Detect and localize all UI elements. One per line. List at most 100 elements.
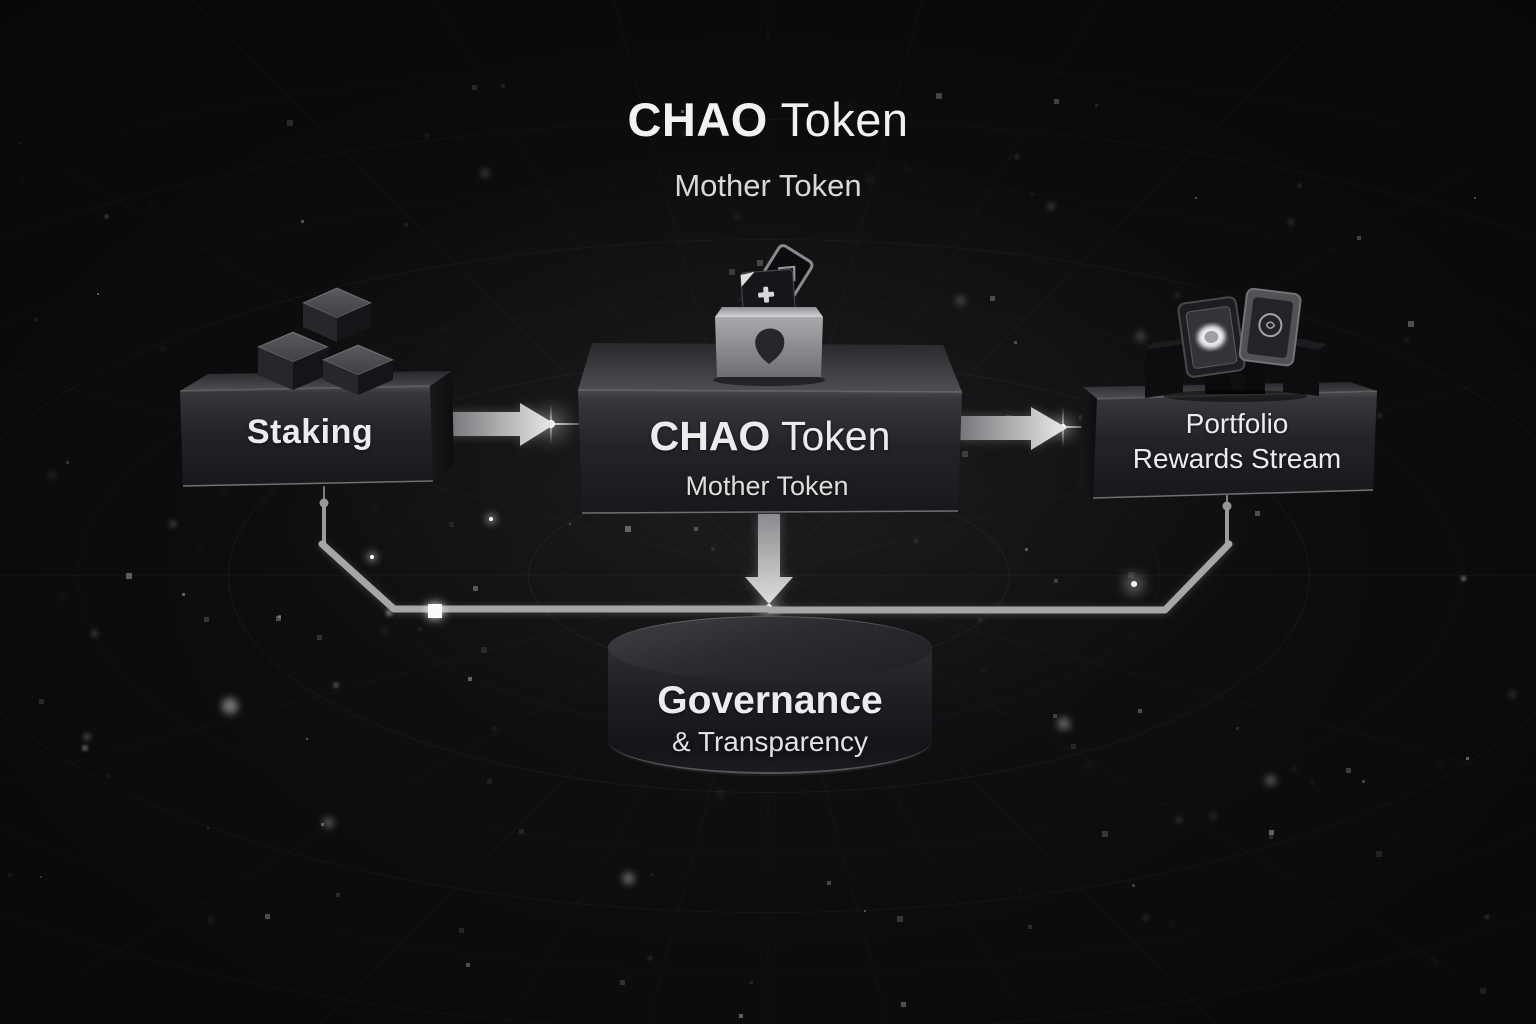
bg-dot (40, 876, 42, 878)
bg-dot (1292, 767, 1296, 771)
bg-dot (1197, 502, 1199, 504)
governance-label-line2: & Transparency (671, 726, 869, 757)
bg-dot (651, 873, 655, 877)
bg-dot (82, 745, 88, 751)
bg-dot (739, 1014, 743, 1018)
bg-dot (1445, 229, 1447, 231)
bg-dot (149, 204, 153, 208)
bg-dot (1031, 193, 1033, 195)
bg-bokeh (1136, 332, 1144, 340)
bg-dot (1020, 888, 1023, 891)
title-main: CHAO Token (0, 92, 1536, 147)
bg-dot (519, 829, 524, 834)
diagram-title: CHAO Token Mother Token (0, 92, 1536, 204)
bg-dot (901, 1002, 907, 1008)
bg-dot (1054, 579, 1058, 583)
connector-node-square (428, 604, 442, 618)
bg-dot (468, 677, 473, 682)
bg-dot (501, 84, 505, 88)
bg-dot (321, 823, 324, 826)
bg-dot (694, 527, 698, 531)
bg-dot (482, 170, 488, 176)
bg-dot (1025, 548, 1029, 552)
arrow-chao-to-governance (745, 514, 793, 604)
bg-dot (1144, 916, 1149, 921)
reward-card-right (1238, 287, 1302, 367)
arrow-staking-to-chao (448, 403, 555, 446)
bg-dot (1474, 197, 1476, 199)
bg-dot (1510, 692, 1516, 698)
bg-dot (551, 399, 553, 401)
bg-dot (204, 617, 210, 623)
bg-dot (1396, 834, 1399, 837)
staking-label: Staking (246, 413, 374, 451)
bg-dot (1014, 341, 1018, 345)
bg-dot (442, 326, 447, 331)
bg-dot (1346, 768, 1352, 774)
bg-dot (276, 616, 282, 622)
bg-dot (1195, 197, 1197, 199)
connector-staking-governance (318, 486, 772, 613)
bg-dot (342, 485, 346, 489)
bg-dot (182, 593, 185, 596)
bg-dot (1378, 414, 1382, 418)
bg-dot (19, 142, 21, 144)
ballot-box-icon (700, 243, 840, 395)
bg-dot (419, 628, 421, 630)
bg-dot (107, 775, 110, 778)
bg-dot (1480, 988, 1486, 994)
bg-dot (301, 220, 304, 223)
bg-dot (625, 526, 631, 532)
bg-dot (1102, 831, 1108, 837)
bg-dot (126, 573, 132, 579)
bg-glint (370, 555, 374, 559)
chao-label-bold: CHAO (649, 413, 771, 459)
bg-dot (105, 215, 108, 218)
node-governance: Governance & Transparency (606, 616, 934, 784)
bg-dot (1461, 576, 1466, 581)
chao-label: CHAO Token (650, 413, 891, 460)
bg-dot (66, 461, 69, 464)
bg-dot (569, 523, 571, 525)
bg-dot (1404, 337, 1410, 343)
bg-dot (449, 522, 454, 527)
bg-dot (97, 293, 100, 296)
bg-dot (1071, 744, 1076, 749)
bg-dot (1015, 155, 1020, 160)
bg-dot (84, 734, 90, 740)
bg-bokeh (1265, 775, 1275, 785)
bg-dot (386, 610, 392, 616)
bg-dot (426, 135, 428, 137)
bg-dot (287, 120, 293, 126)
portfolio-label-line2: Rewards Stream (1132, 443, 1342, 474)
bg-dot (1236, 727, 1240, 731)
bg-dot (868, 177, 872, 181)
bg-dot (39, 699, 44, 704)
bg-dot (92, 631, 97, 636)
bg-dot (265, 914, 270, 919)
bg-dot (1175, 293, 1181, 299)
bg-dot (35, 318, 39, 322)
bg-dot (278, 615, 281, 618)
bg-dot (1028, 925, 1032, 929)
bg-bokeh (956, 296, 964, 304)
bg-dot (735, 547, 739, 551)
bg-dot (850, 105, 854, 109)
chao-label-regular: Token (780, 413, 891, 459)
bg-dot (681, 110, 684, 113)
bg-dot (1269, 830, 1274, 835)
bg-dot (1362, 780, 1365, 783)
bg-dot (207, 827, 209, 829)
bg-dot (22, 179, 25, 182)
bg-dot (711, 547, 716, 552)
bg-dot (990, 296, 996, 302)
bg-dot (466, 963, 470, 967)
bg-dot (493, 727, 497, 731)
bg-dot (306, 738, 309, 741)
bg-dot (473, 586, 479, 592)
bg-dot (1357, 236, 1362, 241)
bg-dot (962, 451, 968, 457)
drop-pin-icon (755, 328, 785, 364)
